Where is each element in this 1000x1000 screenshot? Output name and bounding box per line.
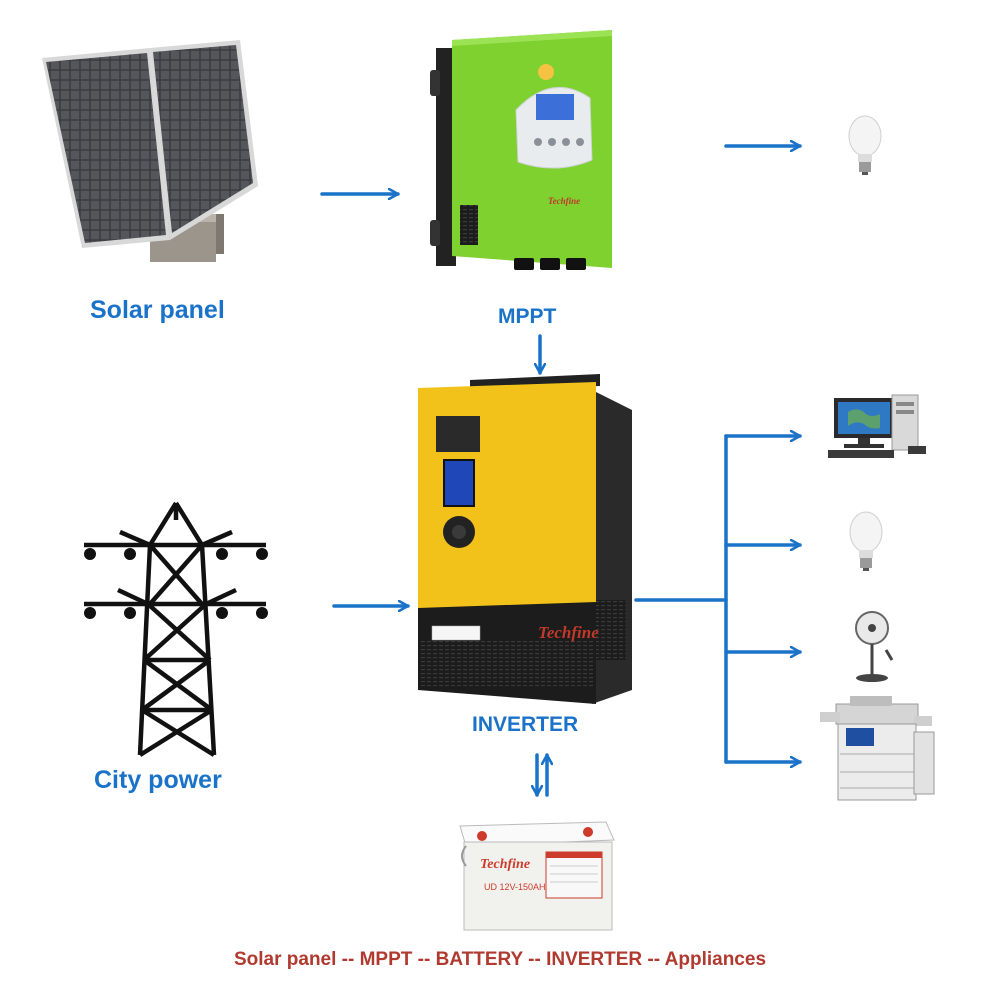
footer-caption: Solar panel -- MPPT -- BATTERY -- INVERT…	[233, 949, 767, 970]
computer-icon	[828, 394, 926, 458]
transmission-tower-icon	[84, 501, 266, 757]
inverter-brand-text: Techfine	[538, 623, 599, 642]
insulators-icon	[84, 548, 268, 619]
standing-fan-icon	[855, 611, 894, 682]
inverter-label: INVERTER	[472, 713, 579, 736]
copier-icon	[820, 696, 935, 801]
mppt-controller-icon: Techfine	[430, 30, 612, 270]
mppt-brand-text: Techfine	[548, 196, 580, 206]
battery-brand-text: Techfine	[480, 857, 530, 872]
mppt-label: MPPT	[498, 305, 557, 328]
city-power-label: City power	[94, 766, 222, 794]
battery-icon: Techfine UD 12V-150AH	[459, 821, 615, 931]
solar-panel-label: Solar panel	[90, 296, 225, 324]
inverter-icon: Techfine	[418, 374, 632, 704]
light-bulb-icon	[848, 115, 882, 175]
light-bulb-icon	[849, 511, 883, 571]
flow-arrows	[320, 146, 802, 797]
solar-panel-icon	[42, 40, 258, 262]
battery-model-text: UD 12V-150AH	[484, 882, 546, 892]
